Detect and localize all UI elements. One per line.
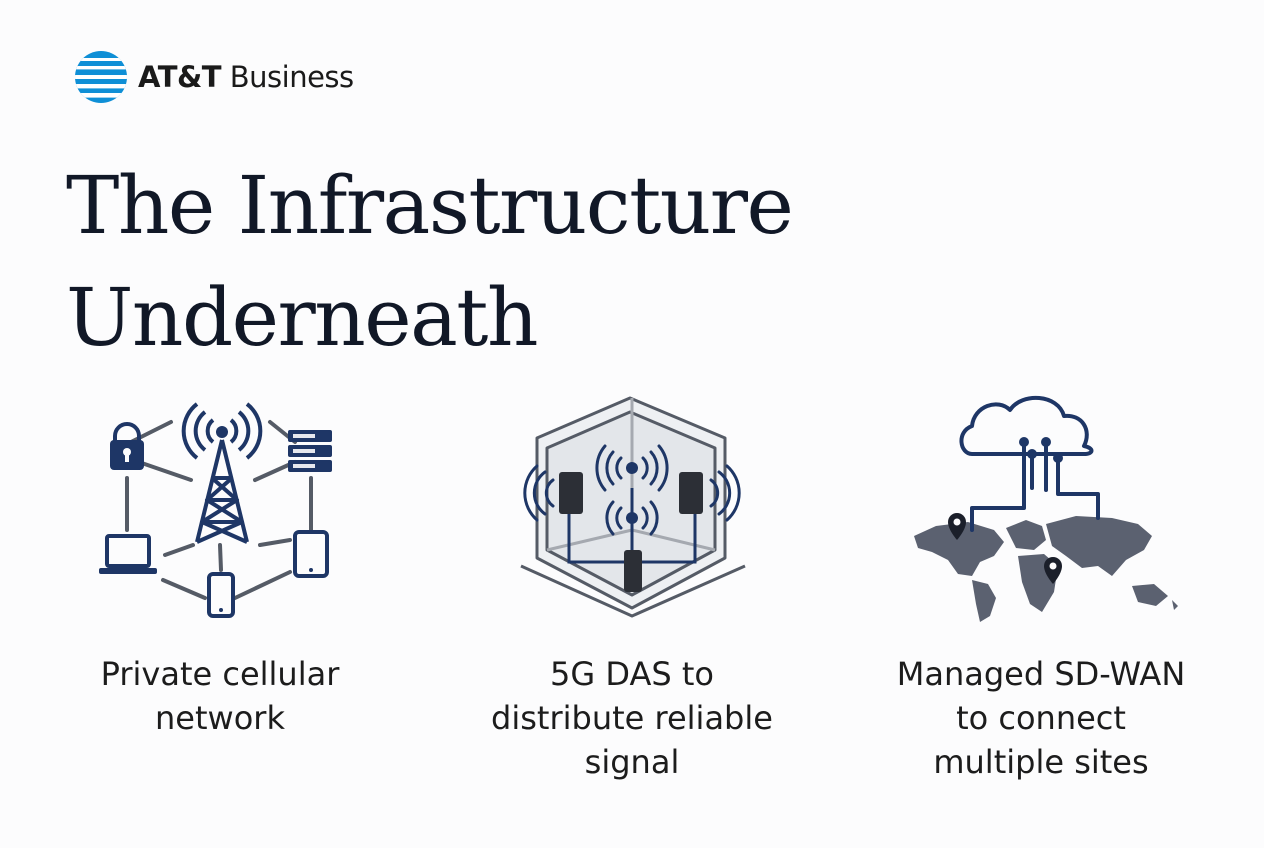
page-title: The Infrastructure Underneath	[66, 150, 794, 374]
page-title-line-2: Underneath	[66, 271, 538, 364]
feature-caption-sd-wan: Managed SD-WAN to connect multiple sites	[876, 652, 1206, 784]
caption-line: Private cellular	[100, 655, 340, 693]
feature-caption-private-cellular: Private cellular network	[55, 652, 385, 740]
brand-name-light: Business	[229, 60, 354, 94]
feature-5g-das: 5G DAS to distribute reliable signal	[467, 390, 797, 781]
brand-name-bold: AT&T	[138, 60, 222, 94]
caption-line: distribute reliable	[491, 699, 773, 737]
cloud-sd-wan-map-icon	[914, 395, 1178, 622]
5g-das-building-icon	[520, 396, 746, 618]
caption-line: signal	[584, 743, 680, 781]
caption-line: multiple sites	[933, 743, 1149, 781]
feature-sd-wan: Managed SD-WAN to connect multiple sites	[876, 390, 1206, 781]
att-globe-icon	[75, 51, 127, 103]
private-cellular-network-icon	[99, 402, 332, 618]
caption-line: 5G DAS to	[550, 655, 714, 693]
brand-logo: AT&T Business	[74, 50, 354, 104]
feature-private-cellular: Private cellular network	[55, 390, 385, 737]
brand-name: AT&T Business	[138, 60, 354, 94]
page-title-line-1: The Infrastructure	[66, 159, 794, 252]
caption-line: to connect	[956, 699, 1126, 737]
caption-line: Managed SD-WAN	[896, 655, 1186, 693]
feature-caption-5g-das: 5G DAS to distribute reliable signal	[467, 652, 797, 784]
caption-line: network	[155, 699, 285, 737]
